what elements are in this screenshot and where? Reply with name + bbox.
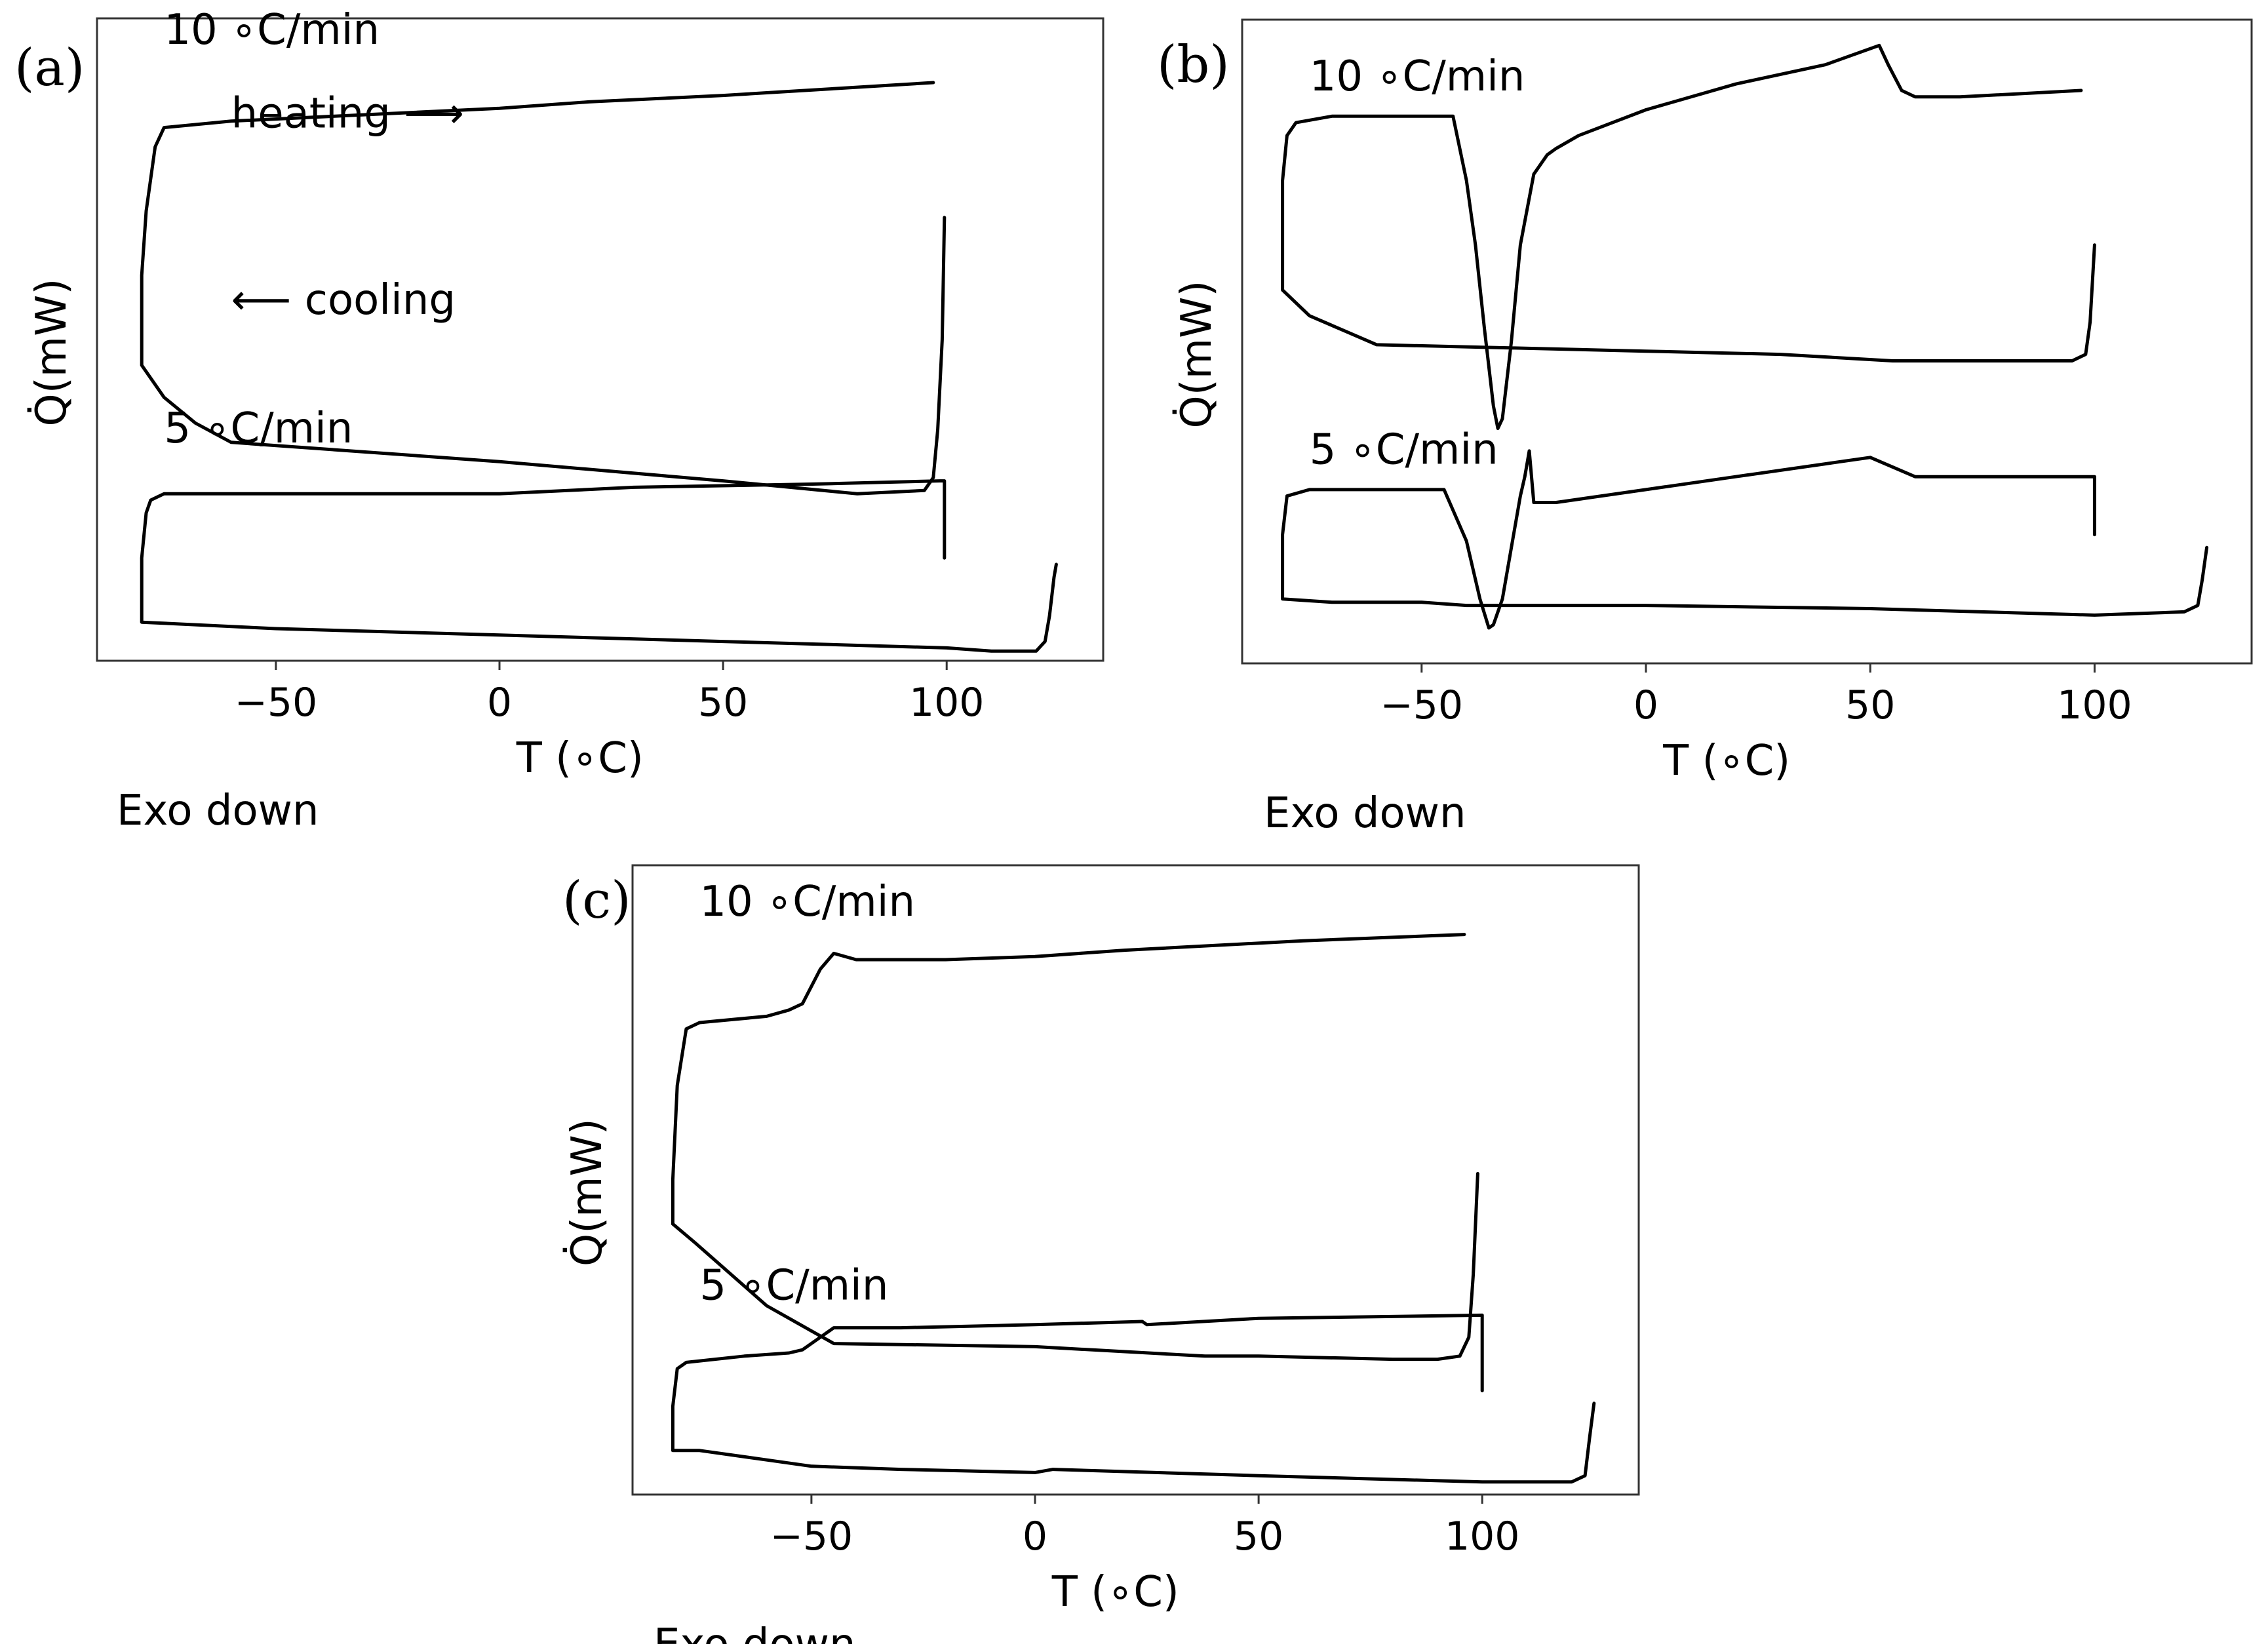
x-tick-label-a: 0 <box>487 680 512 726</box>
dsc-curve-b-2 <box>1281 449 2209 630</box>
exo-down-label-a: Exo down <box>117 787 319 835</box>
panel-b: −50 0 50 100 T (∘C) Q̇(mW) Exo down (b) 10 ∘C/mi… <box>1157 18 2253 838</box>
y-axis-title-a: Q̇(mW) <box>26 279 76 427</box>
x-tick-label-c: 100 <box>1445 1514 1520 1559</box>
dsc-curve-a-2 <box>140 479 1058 653</box>
dsc-curve-c-2 <box>671 1313 1596 1484</box>
plot-frame-b <box>1241 18 2253 665</box>
plot-frame-c <box>631 864 1640 1496</box>
x-tick-label-b: −50 <box>1380 682 1463 728</box>
panel-label-a: (a) <box>14 39 85 98</box>
panel-label-b: (b) <box>1157 35 1230 94</box>
annotation-rate10-c: 10 ∘C/min <box>699 878 915 926</box>
panel-a: −50 0 50 100 T (∘C) Q̇(mW) Exo down (a) 10 ∘C/mi… <box>14 6 1105 835</box>
x-axis-title-c: T (∘C) <box>1051 1568 1179 1616</box>
annotation-rate5-b: 5 ∘C/min <box>1310 426 1498 475</box>
x-tick-label-a: 100 <box>909 680 985 726</box>
x-tick-label-c: 0 <box>1023 1514 1047 1559</box>
dsc-curve-c-1 <box>671 933 1479 1361</box>
x-tick-label-a: −50 <box>235 680 318 726</box>
x-tick-label-c: −50 <box>770 1514 853 1559</box>
annotation-rate10-b: 10 ∘C/min <box>1310 52 1525 101</box>
x-tick-label-b: 0 <box>1633 682 1658 728</box>
annotation-cooling-a: ⟵ cooling <box>231 276 456 324</box>
annotation-heating-a: heating ⟶ <box>231 90 464 138</box>
x-axis-title-b: T (∘C) <box>1662 737 1790 785</box>
x-tick-label-c: 50 <box>1234 1514 1283 1559</box>
y-axis-title-b: Q̇(mW) <box>1171 281 1221 429</box>
x-tick-label-a: 50 <box>698 680 748 726</box>
dsc-curve-b-1 <box>1281 43 2096 431</box>
exo-down-label-b: Exo down <box>1264 789 1466 838</box>
annotation-rate10-a: 10 ∘C/min <box>164 6 380 54</box>
y-axis-title-c: Q̇(mW) <box>562 1118 612 1266</box>
dsc-curve-a-1 <box>140 81 947 496</box>
panel-c: −50 0 50 100 T (∘C) Q̇(mW) Exo down (c) 10 ∘C/mi… <box>562 864 1640 1644</box>
panel-label-c: (c) <box>562 871 631 930</box>
x-tick-label-b: 100 <box>2057 682 2132 728</box>
annotation-rate5-c: 5 ∘C/min <box>699 1261 888 1310</box>
exo-down-label-c: Exo down <box>654 1620 856 1644</box>
x-tick-label-b: 50 <box>1845 682 1895 728</box>
annotation-rate5-a: 5 ∘C/min <box>164 404 353 453</box>
x-axis-title-a: T (∘C) <box>516 734 644 783</box>
plot-frame-a <box>96 17 1105 662</box>
